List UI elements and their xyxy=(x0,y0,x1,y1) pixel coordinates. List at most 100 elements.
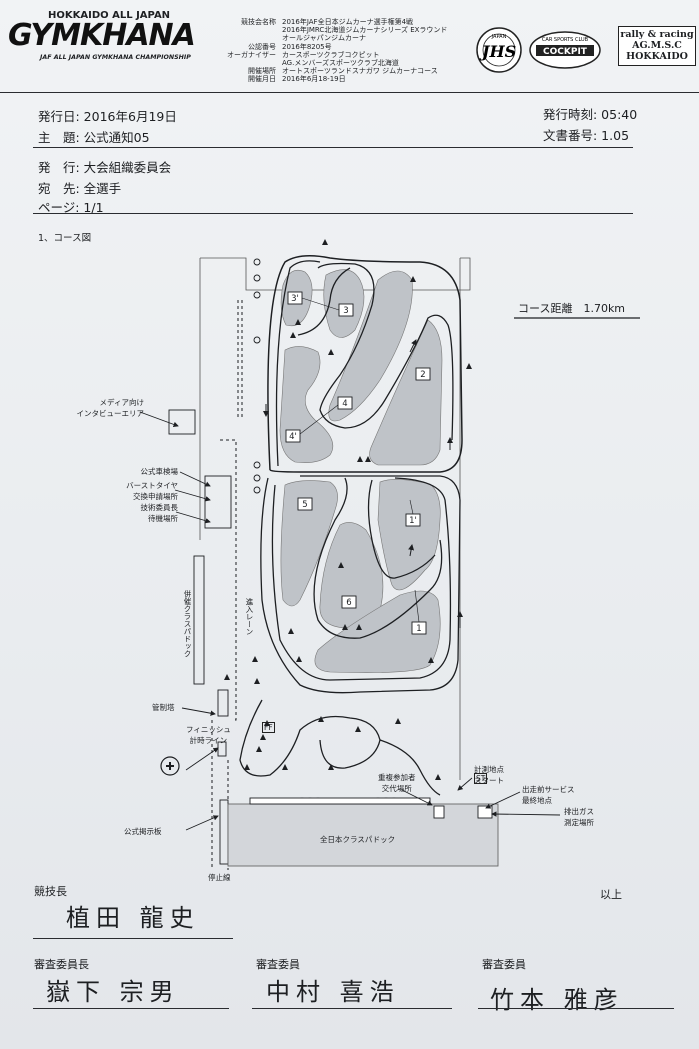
event-info-value: 2016年JAF全日本ジムカーナ選手権第4戦 xyxy=(282,18,414,26)
tech-line-1: 技術委員長 xyxy=(140,503,179,512)
event-info-value: 2016年6月18-19日 xyxy=(282,75,346,84)
event-info-label: 公認番号 xyxy=(248,42,276,51)
class-paddock-label: 併催クラスパドック xyxy=(183,590,192,658)
media-line-2: インタビューエリア xyxy=(76,409,145,418)
subject: 主 題: 公式通知05 xyxy=(38,130,150,145)
course-distance: コース距離 1.70km xyxy=(518,302,626,315)
recipient: 宛 先: 全選手 xyxy=(38,181,122,196)
st-label: ST xyxy=(474,773,488,784)
exhaust-label: 排出ガス 測定場所 xyxy=(564,806,594,828)
timing-line-2: スタート xyxy=(474,776,504,785)
ff-label: FF xyxy=(262,722,275,733)
event-info-row: オールジャパンジムカーナ xyxy=(222,34,447,42)
section-1prime: 1' xyxy=(409,516,417,526)
event-info-value: カースポーツクラブコクピット xyxy=(282,50,380,59)
tire-exchange-label: バーストタイヤ 交換申請場所 xyxy=(102,480,178,502)
badge-rr-line1: rally & racing xyxy=(620,29,694,40)
cockpit-top: CAR SPORTS CLUB xyxy=(542,37,589,43)
stop-line-label: 停止線 xyxy=(208,873,231,882)
event-info-value: 2016年8205号 xyxy=(282,42,332,51)
exhaust-line-1: 排出ガス xyxy=(564,807,594,816)
section-4: 4 xyxy=(342,399,347,409)
steward1-line xyxy=(252,1008,452,1009)
event-info-row: 開催月日 2016年6月18-19日 xyxy=(222,75,447,83)
tech-line-2: 待機場所 xyxy=(148,514,178,523)
steward2-signature: 竹本 雅彦 xyxy=(490,986,624,1014)
official-board-label: 公式掲示板 xyxy=(124,827,162,836)
chief-steward-signature: 嶽下 宗男 xyxy=(46,978,180,1006)
meta-divider-2 xyxy=(33,213,633,214)
timing-line-1: 計測地点 xyxy=(474,765,504,774)
logo-main-text: GYMKHANA xyxy=(8,18,196,53)
clerk-label: 競技長 xyxy=(34,885,67,898)
section-1: 1 xyxy=(416,624,421,634)
section-3: 3 xyxy=(343,306,348,316)
steward2-label: 審査委員 xyxy=(482,958,526,971)
badge-rr-line2: AG.M.S.C xyxy=(632,40,682,51)
facility-boxes xyxy=(168,409,499,867)
scrutineering-label: 公式車検場 xyxy=(140,467,179,476)
section-3prime: 3' xyxy=(291,294,299,304)
section-5: 5 xyxy=(302,500,307,510)
japan-badge: JAPAN JHS xyxy=(476,27,522,73)
event-info-row: 2016年JMRC北海道ジムカーナシリーズ EXラウンド xyxy=(222,26,447,34)
cone-markers xyxy=(224,239,472,780)
timing-start-label: 計測地点 スタート xyxy=(474,764,504,786)
clerk-line xyxy=(33,938,233,939)
event-info-label: 開催場所 xyxy=(248,67,276,76)
dual-line-1: 重複参加者 xyxy=(378,773,416,782)
cockpit-main: COCKPIT xyxy=(543,47,588,57)
gymkhana-logo: HOKKAIDO ALL JAPAN GYMKHANA JAF ALL JAPA… xyxy=(8,8,208,80)
steward1-signature: 中村 喜浩 xyxy=(266,978,400,1006)
cockpit-badge: CAR SPORTS CLUB COCKPIT xyxy=(529,31,601,69)
page-number: ページ: 1/1 xyxy=(38,200,104,215)
event-info-row: 競技会名称 2016年JAF全日本ジムカーナ選手権第4戦 xyxy=(222,18,447,26)
section-2: 2 xyxy=(420,370,425,380)
issue-time: 発行時刻: 05:40 xyxy=(543,107,638,122)
event-info-row: 開催場所オートスポーツランドスナガワ ジムカーナコース xyxy=(222,67,447,75)
finish-line-2: 計時ライン xyxy=(189,736,228,745)
doc-number: 文書番号: 1.05 xyxy=(543,128,630,143)
media-line-1: メディア向け xyxy=(99,398,144,407)
issue-date: 発行日: 2016年6月19日 xyxy=(38,109,177,124)
clerk-signature: 植田 龍史 xyxy=(66,904,200,932)
service-line-1: 出走前サービス xyxy=(522,785,575,794)
course-lines xyxy=(239,255,463,796)
header-divider xyxy=(0,92,699,93)
event-info-label: 開催月日 xyxy=(248,75,276,84)
service-line-2: 最終地点 xyxy=(522,796,552,805)
leader-lines xyxy=(299,297,420,623)
badge-rr-line3: HOKKAIDO xyxy=(626,51,688,62)
tire-line-2: 交換申請場所 xyxy=(133,492,178,501)
plus-icon xyxy=(166,762,174,770)
section-6: 6 xyxy=(346,598,351,608)
event-info-label: オーガナイザー xyxy=(227,50,276,59)
tech-waiting-label: 技術委員長 待機場所 xyxy=(102,502,179,524)
event-info-label: 競技会名称 xyxy=(241,18,276,26)
meeting-point-icon xyxy=(160,756,180,776)
logo-sub-text: JAF ALL JAPAN GYMKHANA CHAMPIONSHIP xyxy=(40,54,191,61)
media-area-label: メディア向け インタビューエリア xyxy=(74,397,145,419)
svg-text:JHS: JHS xyxy=(479,42,516,61)
section-4prime: 4' xyxy=(289,432,297,442)
event-info-row: AG.メンバーズスポーツクラブ北海道 xyxy=(222,59,447,67)
steward1-label: 審査委員 xyxy=(256,958,300,971)
section-title: 1、コース図 xyxy=(38,233,92,244)
rally-racing-badge: rally & racing AG.M.S.C HOKKAIDO xyxy=(618,26,696,66)
event-info-value: 2016年JMRC北海道ジムカーナシリーズ EXラウンド xyxy=(282,26,448,35)
control-tower-label: 管制塔 xyxy=(152,703,175,712)
tire-line-1: バーストタイヤ xyxy=(126,481,178,490)
dual-entrant-label: 重複参加者 交代場所 xyxy=(378,772,416,794)
japan-badge-text: JAPAN xyxy=(491,34,507,40)
exhaust-line-2: 測定場所 xyxy=(564,818,594,827)
pointer-arrows xyxy=(139,411,561,831)
direction-arrows xyxy=(263,339,463,628)
event-info-value: オールジャパンジムカーナ xyxy=(282,34,366,43)
issuer: 発 行: 大会組織委員会 xyxy=(38,160,172,175)
event-info-row: 公認番号 2016年8205号 xyxy=(222,43,447,51)
logo-top-text: HOKKAIDO ALL JAPAN xyxy=(48,10,171,21)
chief-steward-line xyxy=(33,1008,229,1009)
finish-label: フィニッシュ 計時ライン xyxy=(186,724,231,746)
